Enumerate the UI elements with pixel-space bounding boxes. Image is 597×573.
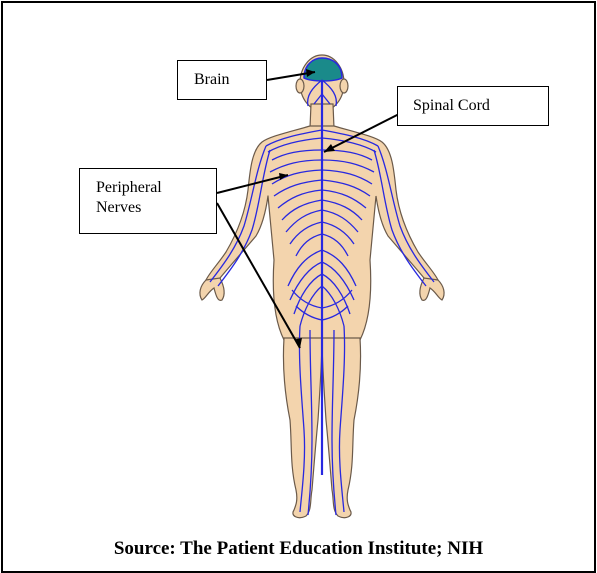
spinal-cord-label-text: Spinal Cord <box>413 97 490 114</box>
brain-label-text: Brain <box>194 71 230 88</box>
brain-label: Brain <box>177 60 267 100</box>
left-leg <box>283 338 322 518</box>
peripheral-label-line1: Peripheral <box>96 178 216 198</box>
source-caption: Source: The Patient Education Institute;… <box>0 538 597 560</box>
spinal-cord-label: Spinal Cord <box>397 86 549 126</box>
peripheral-label-line2: Nerves <box>96 198 216 218</box>
nerves <box>210 80 434 515</box>
peripheral-nerves-label: Peripheral Nerves <box>79 168 217 234</box>
right-leg <box>322 338 361 518</box>
